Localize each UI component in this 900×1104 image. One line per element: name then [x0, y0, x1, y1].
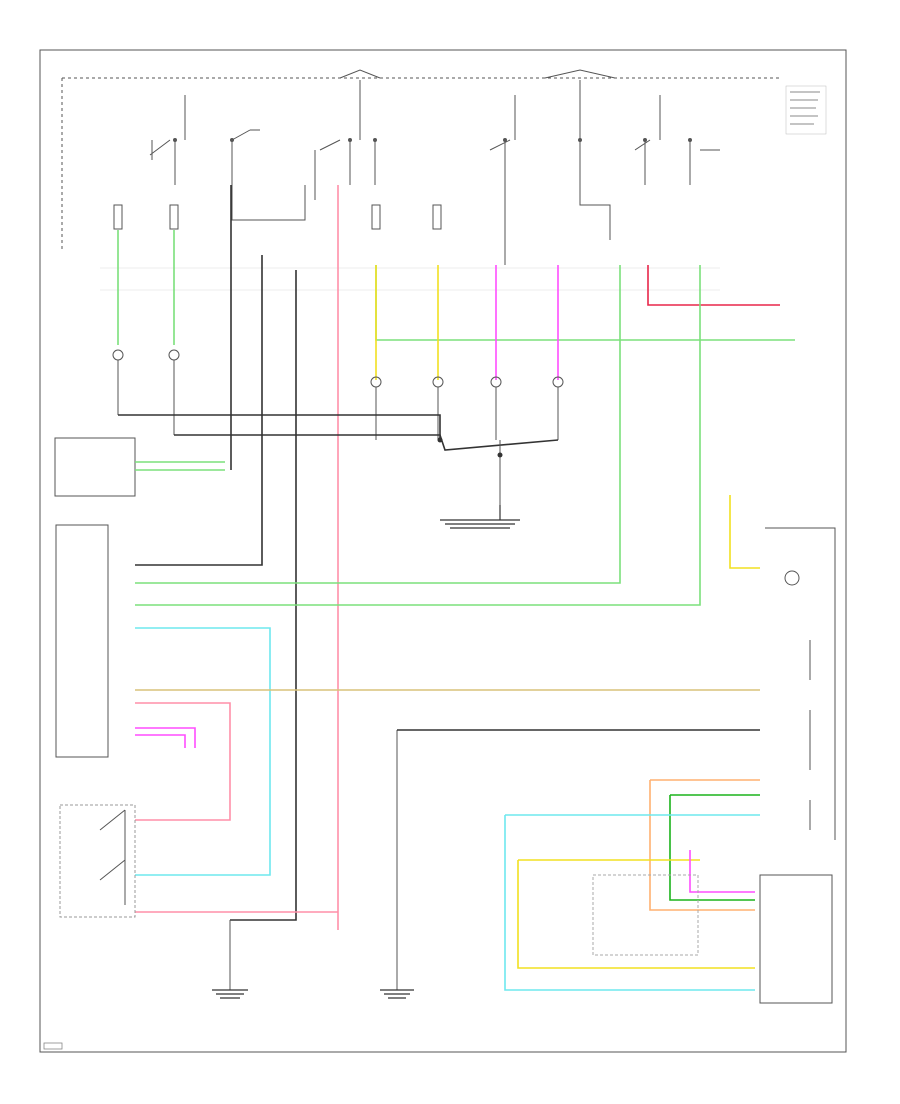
wire-blk-3 — [230, 270, 297, 921]
wire-mag-3 — [135, 727, 196, 748]
wire-grn-5 — [135, 265, 701, 606]
wire-cyan-1 — [135, 627, 271, 876]
lamp-cluster-center — [370, 376, 564, 440]
wire-pink-2 — [135, 702, 231, 821]
wire-grn-4 — [135, 265, 621, 584]
relay-group-left — [149, 95, 306, 221]
wire-mag-5 — [689, 850, 755, 893]
relay-group-far-right — [634, 95, 720, 185]
wire-grn-3 — [375, 265, 795, 341]
splice-1 — [437, 437, 443, 443]
connector-row — [100, 267, 720, 291]
body-control-module — [55, 524, 109, 758]
fuse-row — [113, 204, 442, 230]
connector-box — [592, 874, 699, 956]
page-marker — [43, 1042, 63, 1050]
ground-symbol-right — [380, 730, 414, 999]
wire-yel-3 — [729, 495, 760, 569]
wire-blk-2 — [135, 255, 263, 566]
fuse-block-outline — [61, 77, 780, 250]
wire-mag-4 — [135, 734, 186, 748]
ground-symbol-center — [440, 505, 520, 529]
splice-2 — [497, 452, 503, 458]
headlamp-switch — [59, 804, 136, 918]
bulb-symbol — [784, 570, 800, 586]
column-outline — [765, 527, 836, 840]
diagram-frame — [39, 49, 847, 1053]
left-relay-module — [54, 437, 136, 497]
relay-group-right — [489, 80, 611, 240]
wire-cyan-2 — [504, 815, 755, 991]
wire-red-1 — [647, 265, 780, 306]
ground-bus-2 — [174, 434, 559, 451]
lamp-cluster-left — [112, 349, 180, 435]
legend-block — [785, 85, 827, 135]
wire-org-1 — [649, 780, 755, 911]
fuse-block-header-marks — [339, 69, 616, 79]
wire-dgrn-1 — [669, 795, 755, 901]
ground-symbol-left — [212, 920, 248, 999]
instrument-panel-module — [759, 874, 833, 1004]
relay-group-center — [314, 80, 377, 200]
wire-grn-module — [135, 461, 225, 471]
ground-bus-1 — [118, 414, 441, 440]
wire-yel-4 — [517, 860, 755, 969]
